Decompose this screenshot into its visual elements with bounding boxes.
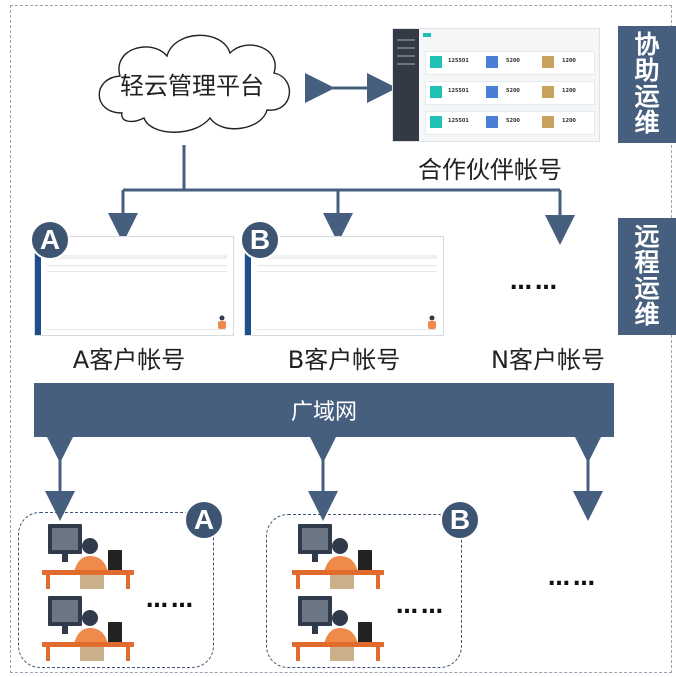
partner-account-label: 合作伙伴帐号 bbox=[418, 156, 562, 184]
account-b-badge: B bbox=[240, 220, 280, 260]
customer-account-a-screenshot bbox=[34, 236, 234, 336]
group-b-ellipsis: …… bbox=[396, 594, 446, 619]
group-a-ellipsis: …… bbox=[146, 588, 196, 613]
dashboard-row: 125501 5200 1200 bbox=[425, 51, 595, 75]
dashboard-row: 125501 5200 1200 bbox=[425, 111, 595, 135]
more-accounts-ellipsis: …… bbox=[510, 270, 560, 295]
dashboard-row: 125501 5200 1200 bbox=[425, 81, 595, 105]
customer-group-a bbox=[18, 512, 214, 668]
remote-ops-tab: 远程运维 bbox=[618, 218, 676, 335]
account-a-label: A客户帐号 bbox=[72, 346, 186, 374]
customer-group-b bbox=[266, 514, 462, 668]
group-b-badge: B bbox=[440, 500, 480, 540]
dashboard-tab bbox=[423, 33, 431, 37]
assist-ops-tab: 协助运维 bbox=[618, 26, 676, 143]
workstation-icon bbox=[42, 524, 134, 589]
wan-bar: 广域网 bbox=[34, 383, 614, 437]
account-n-label: N客户帐号 bbox=[491, 346, 605, 374]
more-groups-ellipsis: …… bbox=[548, 566, 598, 591]
cloud-shape bbox=[98, 34, 290, 133]
wan-label: 广域网 bbox=[290, 400, 357, 425]
cloud-outline bbox=[98, 34, 290, 133]
account-a-badge: A bbox=[30, 220, 70, 260]
workstation-icon bbox=[292, 524, 384, 589]
workstation-icon bbox=[292, 596, 384, 661]
outer-frame bbox=[10, 5, 672, 673]
account-b-label: B客户帐号 bbox=[287, 346, 401, 374]
dashboard-sidebar bbox=[393, 29, 419, 141]
group-a-badge: A bbox=[184, 500, 224, 540]
partner-dashboard-screenshot: 125501 5200 1200 125501 5200 1200 125501… bbox=[392, 28, 600, 142]
platform-label: 轻云管理平台 bbox=[120, 72, 264, 100]
workstation-icon bbox=[42, 596, 134, 661]
customer-account-b-screenshot bbox=[244, 236, 444, 336]
